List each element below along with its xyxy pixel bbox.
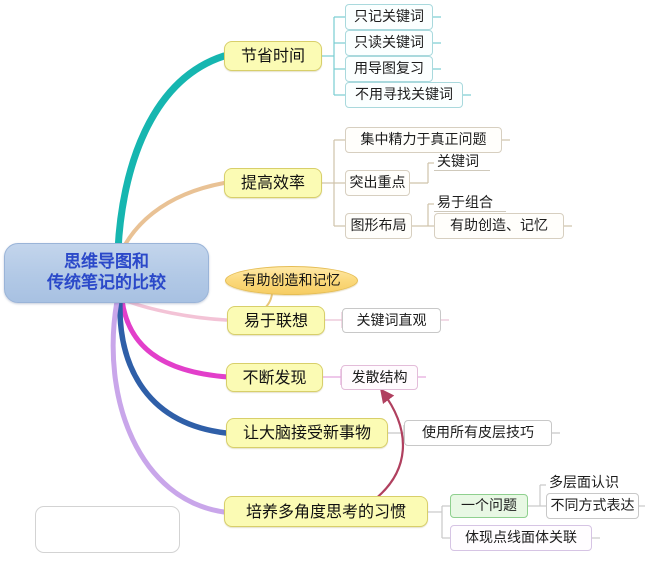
branch-node-multi-angle-thinking[interactable]: 培养多角度思考的习惯 [224,496,428,527]
branch-node-efficiency[interactable]: 提高效率 [224,168,322,198]
branch-node-saving-time[interactable]: 节省时间 [224,41,322,71]
branch-curve-4 [119,297,231,380]
callout-label: 有助创造和记忆 [242,272,341,289]
sub-node-keywords-only-write[interactable]: 只记关键词 [345,4,433,30]
sub-node-label: 不用寻找关键词 [355,87,453,103]
branch-curve-6 [110,298,227,515]
empty-note-box[interactable] [35,506,180,553]
sub-node-divergent-structure[interactable]: 发散结构 [341,365,418,390]
branch-curve-5 [117,298,229,436]
leaf-node-label: 关键词 [437,154,479,170]
branch-label: 不断发现 [242,367,307,387]
leaf-node-easy-combine[interactable]: 易于组合 [434,189,506,212]
sub-node-keywords-only-read[interactable]: 只读关键词 [345,30,433,56]
branch-node-easy-association[interactable]: 易于联想 [227,306,325,335]
sub-node-label: 集中精力于真正问题 [360,132,487,148]
leaf-node-multi-level-understanding[interactable]: 多层面认识 [546,469,631,491]
leaf-node-label: 不同方式表达 [550,498,635,514]
sub-node-label: 只读关键词 [354,35,424,51]
sub-node-point-line-plane-relation[interactable]: 体现点线面体关联 [450,525,592,551]
sub-node-label: 关键词直观 [356,312,427,329]
leaf-node-keyword[interactable]: 关键词 [434,148,490,171]
leaf-node-label: 多层面认识 [549,475,619,491]
sub-node-highlight-key-points[interactable]: 突出重点 [345,170,410,196]
branch-curve-3 [122,298,228,322]
cross-link-arrow [373,388,404,501]
sub-node-use-all-cortical-skills[interactable]: 使用所有皮层技巧 [404,420,552,446]
branch-label: 培养多角度思考的习惯 [245,501,406,521]
sub-node-review-with-map[interactable]: 用导图复习 [345,56,433,82]
sub-node-focus-real-problem[interactable]: 集中精力于真正问题 [345,127,502,153]
sub-node-label: 体现点线面体关联 [465,530,577,546]
leaf-node-label: 易于组合 [437,195,493,211]
branch-node-continuous-discovery[interactable]: 不断发现 [226,363,323,392]
leaf-node-label: 有助创造、记忆 [450,218,548,234]
branch-label: 让大脑接受新事物 [242,423,371,442]
central-topic-line2: 传统笔记的比较 [47,273,166,293]
branch-label: 提高效率 [240,173,305,192]
sub-node-label: 一个问题 [461,498,517,514]
sub-node-label: 突出重点 [349,175,406,191]
branch-label: 易于联想 [243,310,308,330]
central-topic[interactable]: 思维导图和 传统笔记的比较 [4,243,209,303]
sub-node-keyword-intuitive[interactable]: 关键词直观 [342,308,441,333]
sub-node-graphic-layout[interactable]: 图形布局 [345,213,412,239]
sub-node-one-problem[interactable]: 一个问题 [450,494,528,518]
sub-node-label: 只记关键词 [354,9,424,25]
branch-curve-1 [114,52,228,254]
central-topic-line1: 思维导图和 [64,251,149,272]
sub-node-label: 用导图复习 [354,61,424,77]
branch-label: 节省时间 [240,46,305,65]
branch-node-brain-accept-new[interactable]: 让大脑接受新事物 [226,418,388,448]
sub-node-label: 发散结构 [351,369,408,386]
sub-node-no-keyword-search[interactable]: 不用寻找关键词 [345,82,463,108]
leaf-node-different-expression[interactable]: 不同方式表达 [546,493,639,519]
sub-node-label: 图形布局 [350,218,407,234]
callout-aid-creation-memory[interactable]: 有助创造和记忆 [225,266,358,295]
leaf-node-aid-creation-memory[interactable]: 有助创造、记忆 [434,213,564,239]
branch-curve-2 [119,181,226,254]
sub-node-label: 使用所有皮层技巧 [422,425,534,441]
